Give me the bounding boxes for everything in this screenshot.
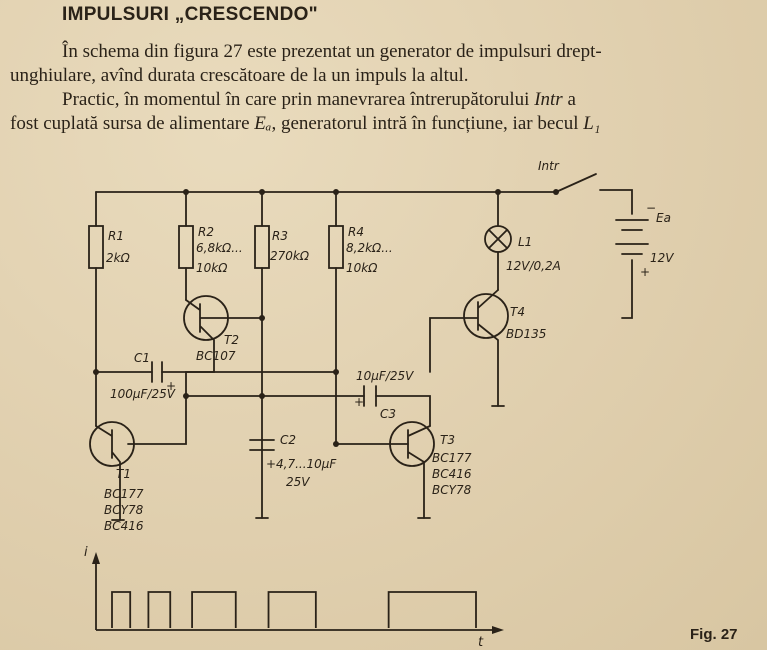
t3-leads [407, 425, 431, 519]
ground-symbols [111, 405, 505, 521]
c2-value-a: 4,7...10μF [276, 457, 337, 471]
t2-name: T2 [224, 333, 239, 347]
source-voltage: 12V [650, 251, 674, 265]
r3-name: R3 [272, 229, 288, 243]
c1-name: C1 [134, 351, 150, 365]
c3-name: C3 [380, 407, 396, 421]
t3-type-3: BCY78 [432, 483, 472, 497]
figure-label: Fig. 27 [690, 626, 738, 643]
r2-name: R2 [198, 225, 214, 239]
switch-blade [555, 173, 597, 193]
text-run: Practic, în momentul în care prin manevr… [62, 89, 535, 110]
c1-value: 100μF/25V [110, 387, 176, 401]
r4-resistor [328, 225, 344, 269]
c3-wire [185, 395, 431, 427]
l1-name: L1 [518, 235, 532, 249]
battery-to-ground-wire [621, 259, 633, 319]
r3-value: 270kΩ [270, 249, 310, 263]
c1-plus: + [166, 379, 176, 393]
c3-plates [363, 385, 377, 407]
graph-y-label: i [84, 545, 88, 560]
paragraph-2-line-1: Practic, în momentul în care prin manevr… [10, 88, 750, 112]
t3-transistor [389, 421, 435, 467]
c2-value-b: 25V [286, 475, 310, 489]
pulse-2 [147, 591, 172, 628]
t3-type-2: BC416 [432, 467, 472, 481]
t1-transistor [89, 421, 135, 467]
t1-name: T1 [116, 467, 131, 481]
r1-name: R1 [108, 229, 124, 243]
c2-plates [249, 439, 275, 451]
c3-plus: + [354, 395, 364, 409]
r2-value-a: 6,8kΩ... [196, 241, 243, 255]
r4-wire [335, 191, 409, 445]
c2-plus: + [266, 457, 276, 471]
graph-y-arrow [92, 552, 100, 564]
source-label: Ea [656, 211, 671, 225]
l1-value: 12V/0,2A [506, 259, 561, 273]
switch-to-source-wire [599, 189, 633, 215]
source-plus: + [640, 265, 650, 279]
bulb-ref: L₁ [583, 113, 601, 134]
t1-leads [95, 425, 121, 521]
t3-type-1: BC177 [432, 451, 472, 465]
graph-x-arrow [492, 626, 504, 634]
t2-type: BC107 [196, 349, 236, 363]
r4-name: R4 [348, 225, 364, 239]
pulse-1 [111, 591, 132, 628]
t1-type-2: BCY78 [104, 503, 144, 517]
l1-bulb-cross [488, 229, 508, 249]
t4-leads [429, 289, 499, 407]
paragraph-1-line-1: În schema din figura 27 este prezentat u… [62, 41, 602, 62]
c3-value: 10μF/25V [356, 369, 414, 383]
body-text: În schema din figura 27 este prezentat u… [10, 40, 750, 136]
text-run: , generatorul intră în funcțiune, iar be… [271, 113, 584, 134]
pulse-3 [191, 591, 237, 628]
r1-resistor [88, 225, 104, 269]
t1-type-1: BC177 [104, 487, 144, 501]
battery-plates [615, 219, 649, 255]
switch-ref: Intr [534, 89, 563, 110]
t3-name: T3 [440, 433, 455, 447]
t1-type-3: BC416 [104, 519, 144, 533]
t2-leads [127, 299, 263, 445]
paragraph-2-line-2: fost cuplată sursa de alimentare Eₐ, gen… [10, 112, 750, 136]
pulse-train [111, 591, 477, 628]
t4-type: BD135 [506, 327, 546, 341]
r3-resistor [254, 225, 270, 269]
c1-plates [151, 361, 163, 383]
t4-transistor [463, 293, 509, 339]
l1-bulb [484, 225, 512, 253]
c2-name: C2 [280, 433, 296, 447]
pulse-5 [387, 591, 477, 628]
t4-name: T4 [510, 305, 525, 319]
r2-value-b: 10kΩ [196, 261, 228, 275]
r4-value-b: 10kΩ [346, 261, 378, 275]
text-run: a [562, 89, 576, 110]
source-ref: Eₐ [254, 113, 272, 134]
r1-value: 2kΩ [106, 251, 131, 265]
source-minus: − [646, 201, 656, 215]
r4-value-a: 8,2kΩ... [346, 241, 393, 255]
section-heading: IMPULSURI „CRESCENDO" [62, 4, 318, 25]
graph-x-label: t [478, 635, 484, 650]
paragraph-1-line-2: unghiulare, avînd durata crescătoare de … [10, 65, 469, 86]
switch-label: Intr [538, 159, 560, 173]
r2-resistor [178, 225, 194, 269]
text-run: fost cuplată sursa de alimentare [10, 113, 255, 134]
pulse-4 [267, 591, 317, 628]
